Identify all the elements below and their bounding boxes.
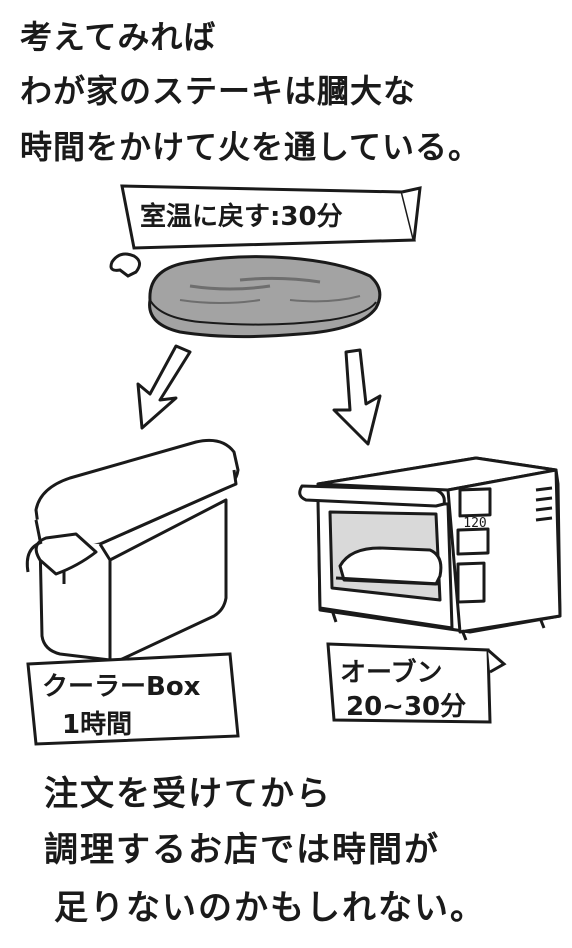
intro-line-1: 考えてみれば xyxy=(20,18,217,56)
oven-label-banner xyxy=(326,642,507,724)
oven-icon xyxy=(298,456,562,641)
outro-line-2: 調理するお店では時間が xyxy=(44,830,440,870)
speech-tail-icon xyxy=(109,252,141,278)
room-temp-label: 室温に戻す:30分 xyxy=(140,202,343,232)
oven-name: オーブン xyxy=(340,658,443,688)
cooler-time: 1時間 xyxy=(62,710,133,740)
outro-line-1: 注文を受けてから xyxy=(44,774,332,814)
arrow-right-icon xyxy=(332,348,382,446)
steak-icon xyxy=(148,255,382,339)
intro-line-3: 時間をかけて火を通している。 xyxy=(20,128,482,166)
cooler-label-banner xyxy=(26,652,240,746)
arrow-left-icon xyxy=(136,344,192,430)
oven-time: 20~30分 xyxy=(346,692,467,722)
cooler-box-icon xyxy=(25,438,240,662)
cooler-name: クーラーBox xyxy=(42,672,201,702)
outro-line-3: 足りないのかもしれない。 xyxy=(54,888,486,928)
room-temp-banner xyxy=(120,184,422,250)
oven-display: 120 xyxy=(463,516,486,531)
intro-line-2: わが家のステーキは膕大な xyxy=(20,72,417,110)
